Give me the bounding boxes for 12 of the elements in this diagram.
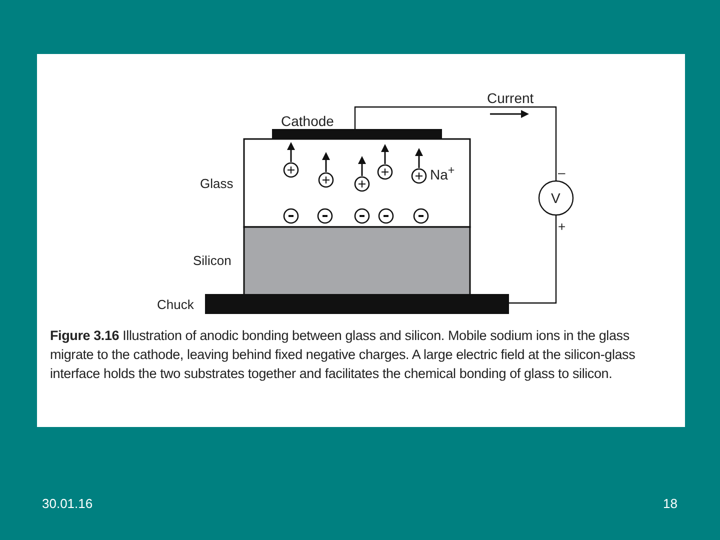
figure-caption: Figure 3.16 Illustration of anodic bonding between glass and silicon. Mobile sodium ions in the glass migrate to the cathode, leaving behind fixed negative charges. A large electric field at the silicon-glass interface holds the two substrates together and facilitates the chemical bonding of glass to silicon. <box>50 327 636 383</box>
arrow-label: Current <box>487 91 534 105</box>
layer-label: Silicon <box>193 254 232 267</box>
polarity-label: + <box>558 220 566 233</box>
voltmeter-label: V <box>551 191 560 205</box>
date-label: 30.01.16 <box>42 497 93 510</box>
page-number: 18 <box>663 497 678 510</box>
layer-label: Cathode <box>281 114 334 128</box>
layer-label: Glass <box>200 177 234 190</box>
ion-label: Na$^{+}$ <box>430 165 455 182</box>
layer-label: Chuck <box>157 298 194 311</box>
polarity-label: – <box>558 166 566 179</box>
